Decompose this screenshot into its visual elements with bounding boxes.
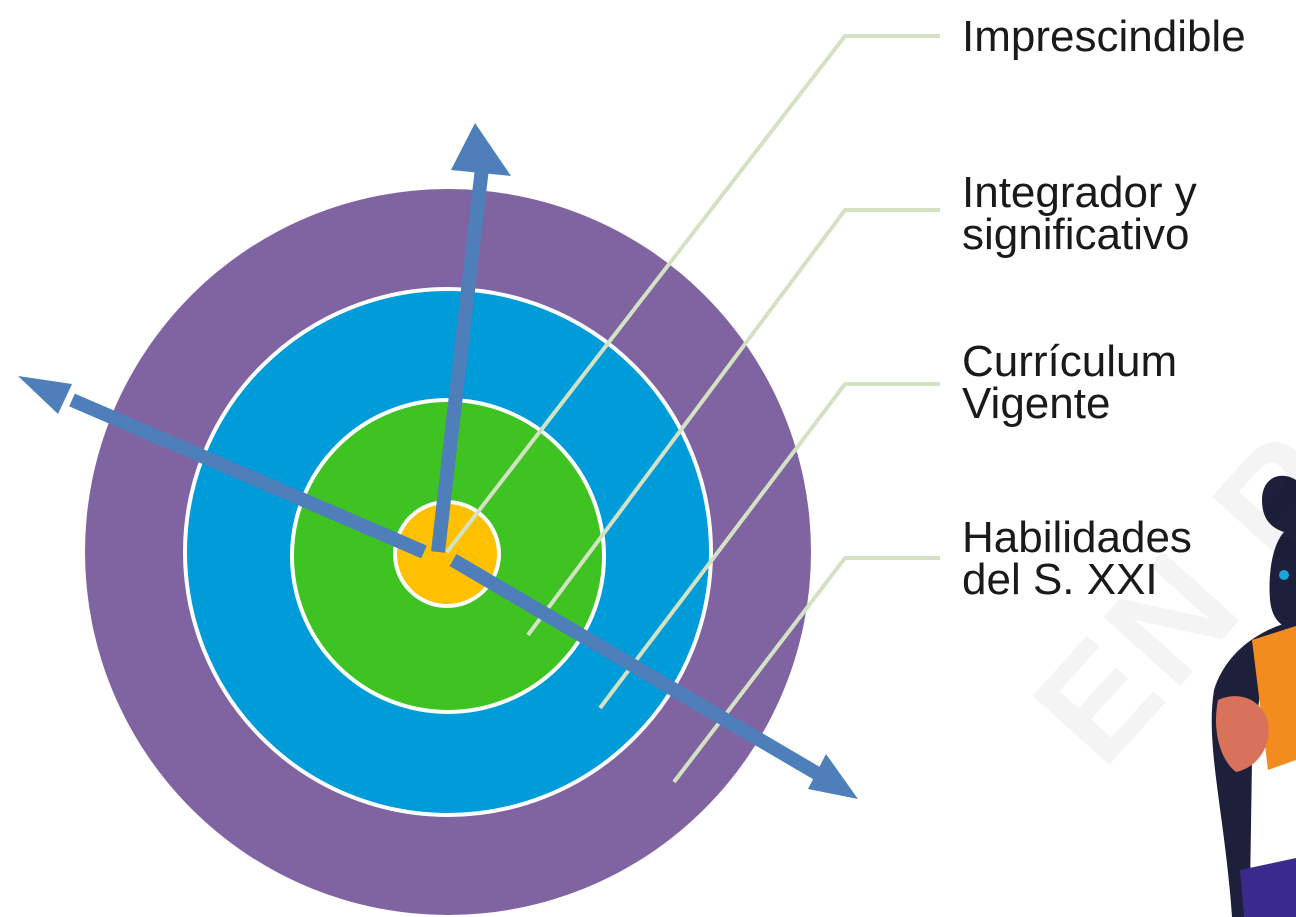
arrows xyxy=(18,123,858,799)
label-integrador-y-significativo: Integrador y significativo xyxy=(962,168,1197,259)
leader-line-curriculum xyxy=(598,382,940,710)
teacher-book xyxy=(1252,626,1296,770)
label-line: Vigente xyxy=(962,379,1111,428)
label-line: Currículum xyxy=(962,337,1178,386)
label-line: Habilidades xyxy=(962,513,1192,562)
label-curriculum-vigente: Currículum Vigente xyxy=(962,337,1178,428)
label-line: significativo xyxy=(962,210,1190,259)
teacher-illustration xyxy=(1211,475,1296,917)
teacher-hand xyxy=(1216,696,1269,772)
label-habilidades-del-s-xxi: Habilidades del S. XXI xyxy=(962,513,1192,604)
arrow-right-head xyxy=(808,754,858,799)
arrow-up-shaft xyxy=(431,167,489,553)
label-line: Imprescindible xyxy=(962,12,1246,61)
label-imprescindible: Imprescindible xyxy=(962,12,1246,61)
arrow-right-shaft xyxy=(449,553,822,781)
arrow-left-head xyxy=(18,376,72,414)
arrow-up-head xyxy=(451,123,511,176)
leader-line-habilidades xyxy=(672,556,940,784)
arrow-left-shaft xyxy=(69,393,427,559)
leader-lines xyxy=(445,34,940,784)
leader-line-integrador xyxy=(526,208,940,637)
label-line: del S. XXI xyxy=(962,555,1158,604)
leader-line-imprescindible xyxy=(445,34,940,554)
teacher-hair xyxy=(1262,475,1296,630)
teacher-earring xyxy=(1279,570,1289,580)
label-line: Integrador y xyxy=(962,168,1197,217)
teacher-skirt xyxy=(1240,858,1296,917)
